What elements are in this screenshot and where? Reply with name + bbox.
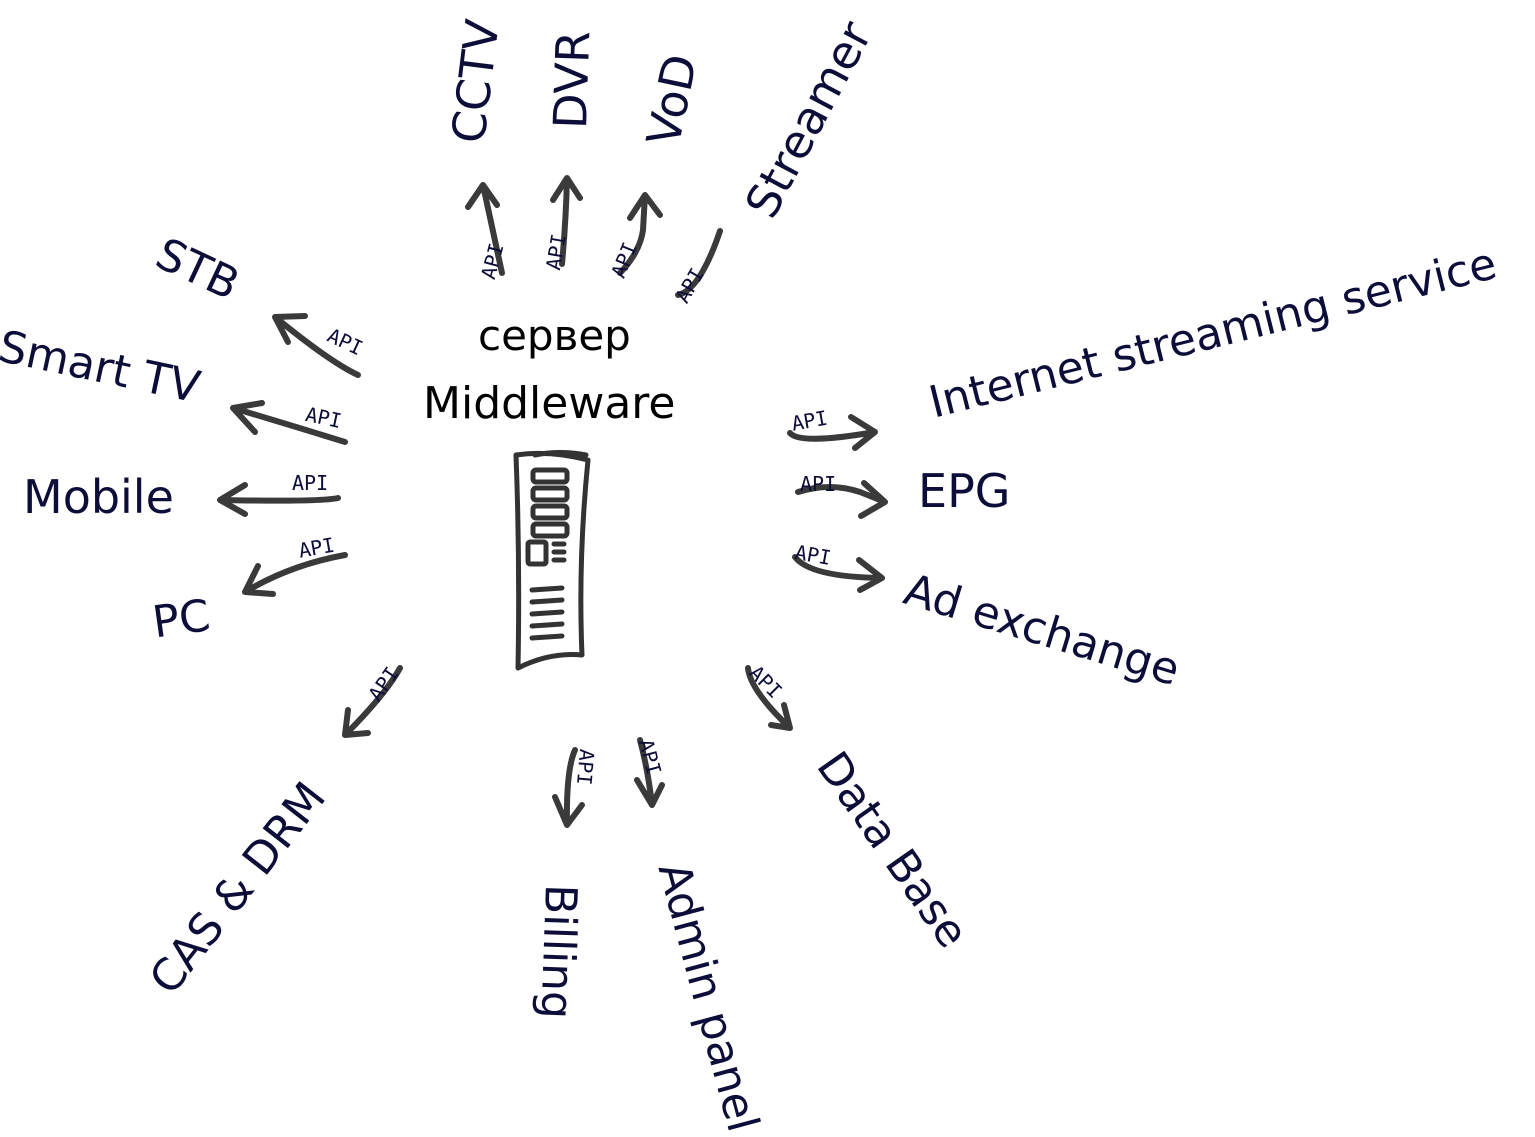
center-title-ru: сервер (478, 311, 631, 360)
server-rack-icon (513, 450, 591, 671)
arrow-database (745, 665, 793, 731)
api-label-pc: API (296, 532, 337, 563)
arrow-dvr (550, 175, 583, 267)
arrow-streamer (675, 228, 723, 298)
arrow-smarttv (230, 400, 348, 445)
api-label-dvr: API (541, 232, 571, 272)
center-title-en: Middleware (423, 378, 676, 429)
arrow-internet (787, 414, 878, 451)
api-label-mobile: API (292, 471, 329, 495)
arrow-pc (242, 552, 348, 597)
arrow-mobile (217, 482, 341, 517)
node-mobile: Mobile (23, 470, 174, 524)
arrow-cctv (465, 182, 505, 276)
node-epg: EPG (918, 464, 1011, 518)
arrow-stb (272, 313, 361, 378)
api-label-adex: API (793, 540, 833, 570)
arrow-billing (552, 747, 585, 828)
node-cctv: CCTV (441, 16, 510, 147)
api-label-epg: API (800, 472, 837, 496)
api-label-internet: API (789, 405, 830, 436)
arrow-vod (617, 192, 663, 276)
node-billing: Billing (530, 883, 586, 1020)
node-pc: PC (149, 590, 214, 649)
arrow-admin (634, 737, 665, 808)
arrow-epg (795, 480, 888, 519)
api-label-smarttv: API (303, 402, 344, 434)
arrow-casdrm (342, 665, 403, 738)
node-dvr: DVR (543, 29, 601, 130)
arrow-adex (792, 554, 885, 593)
api-label-billing: API (571, 748, 599, 787)
